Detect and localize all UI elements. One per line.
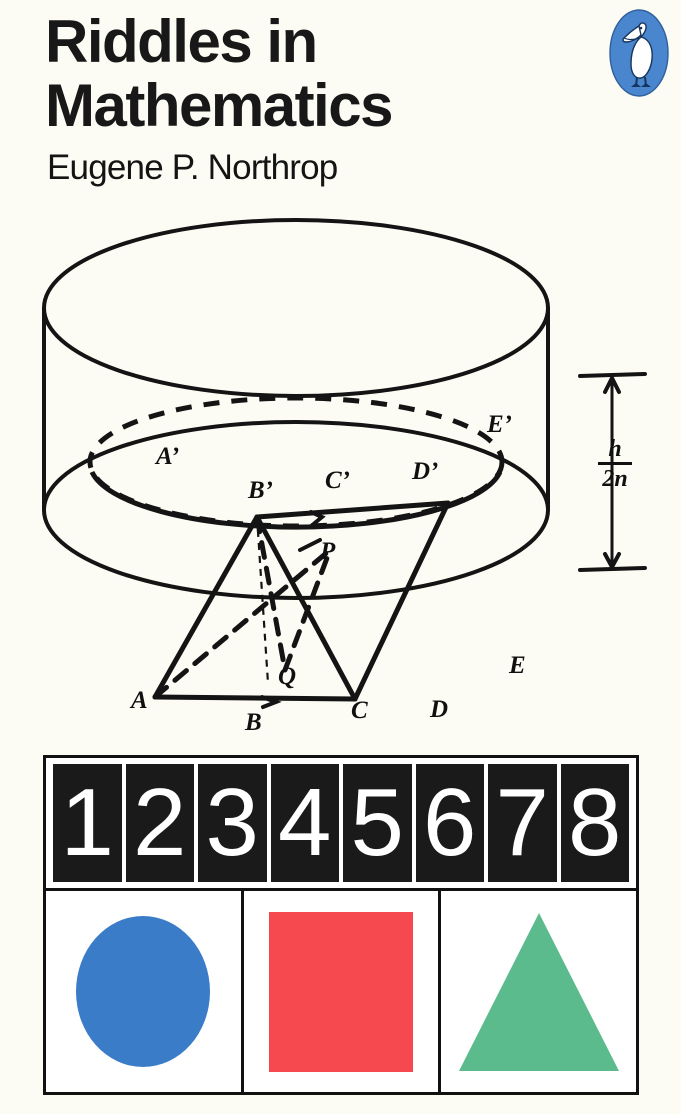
shape-strip <box>46 891 636 1092</box>
diagram-label-d-prime: D’ <box>412 458 439 485</box>
cylinder-diagram-svg <box>42 218 647 709</box>
dashed-q-p <box>282 547 333 673</box>
diagram-label-b: B <box>245 709 262 736</box>
pelican-logo-icon <box>609 9 669 97</box>
dimension-fraction: h 2n <box>598 437 632 491</box>
chord-a-c <box>152 694 358 702</box>
number-tile: 4 <box>270 764 339 882</box>
page-title: Riddles in Mathematics <box>45 10 585 138</box>
inscribed-front-arc <box>89 470 503 530</box>
diagram-label-a-prime: A’ <box>156 443 180 470</box>
diagram-label-e-prime: E’ <box>487 411 512 438</box>
cylinder-top-rim <box>42 420 550 600</box>
dashed-bprime-vertical <box>255 516 270 684</box>
number-tile: 7 <box>488 764 557 882</box>
triangle-shape <box>458 912 619 1071</box>
diagram-label-q: Q <box>278 663 297 690</box>
fraction-bar <box>598 462 632 465</box>
segment-c-dprime <box>352 500 451 702</box>
direction-markers <box>260 510 326 709</box>
bottom-panel: 1 2 3 4 5 6 7 8 <box>43 755 639 1095</box>
author-name: Eugene P. Northrop <box>47 148 338 187</box>
diagram-label-b-prime: B’ <box>248 477 273 504</box>
diagram-label-p: P <box>320 538 336 565</box>
number-strip: 1 2 3 4 5 6 7 8 <box>46 758 636 891</box>
fraction-numerator: h <box>608 436 622 462</box>
dashed-bprime-q <box>254 514 288 673</box>
diagram-label-c-prime: C’ <box>325 467 350 494</box>
title-line-1: Riddles in <box>45 8 318 75</box>
cylinder-top-ellipse <box>42 218 550 398</box>
dashed-a-p <box>152 547 333 700</box>
pelican-logo <box>608 7 670 99</box>
diagram-label-e: E <box>509 652 526 679</box>
square-shape <box>269 911 413 1072</box>
shape-cell-circle <box>46 891 244 1092</box>
number-tile: 2 <box>125 764 194 882</box>
title-line-2: Mathematics <box>45 72 393 139</box>
diagram-label-c: C <box>351 697 368 724</box>
number-tile: 1 <box>53 764 122 882</box>
number-tile: 3 <box>198 764 267 882</box>
number-tile: 8 <box>560 764 629 882</box>
shape-cell-triangle <box>441 891 636 1092</box>
dimension-arrow <box>578 372 647 572</box>
segment-a-bprime <box>152 514 260 700</box>
diagram-label-d: D <box>430 696 449 723</box>
shape-cell-square <box>244 891 442 1092</box>
cylinder-diagram: A’ B’ C’ D’ E’ P Q A B C D E h 2n <box>0 200 681 745</box>
circle-shape <box>76 916 211 1067</box>
diagram-label-a: A <box>131 687 148 714</box>
fraction-denominator: 2n <box>602 466 628 492</box>
number-tile: 5 <box>343 764 412 882</box>
number-tile: 6 <box>415 764 484 882</box>
chord-bprime-dprime <box>254 500 451 520</box>
